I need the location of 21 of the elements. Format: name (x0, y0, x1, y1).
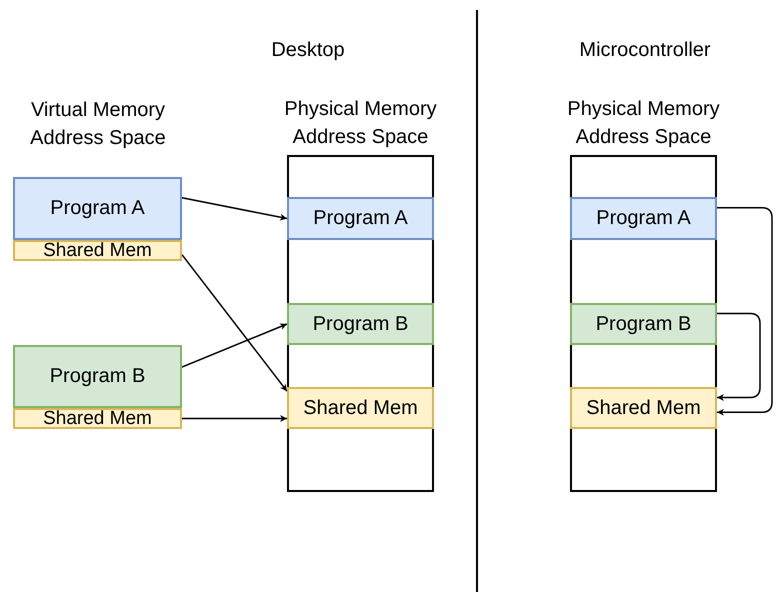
program-block: Program B (570, 303, 717, 345)
program-block: Program B (287, 303, 434, 345)
arrow (182, 197, 288, 221)
section-title: Microcontroller (578, 38, 712, 63)
shared-memory-block: Shared Mem (13, 240, 182, 261)
shared-memory-block: Shared Mem (570, 387, 717, 429)
program-block: Program B (13, 345, 182, 408)
shared-memory-block: Shared Mem (287, 387, 434, 429)
shared-memory-block: Shared Mem (13, 408, 182, 429)
program-block: Program A (287, 197, 434, 240)
arrow (182, 415, 287, 422)
column-heading: Virtual Memory Address Space (29, 98, 167, 151)
program-block: Program A (13, 177, 182, 240)
program-block: Program A (570, 197, 717, 240)
section-title: Desktop (270, 38, 346, 63)
column-heading: Physical Memory Address Space (566, 97, 721, 150)
column-heading: Physical Memory Address Space (283, 97, 438, 150)
arrow (717, 312, 761, 401)
arrow (717, 207, 773, 416)
arrow (181, 254, 288, 392)
arrow (182, 323, 288, 368)
